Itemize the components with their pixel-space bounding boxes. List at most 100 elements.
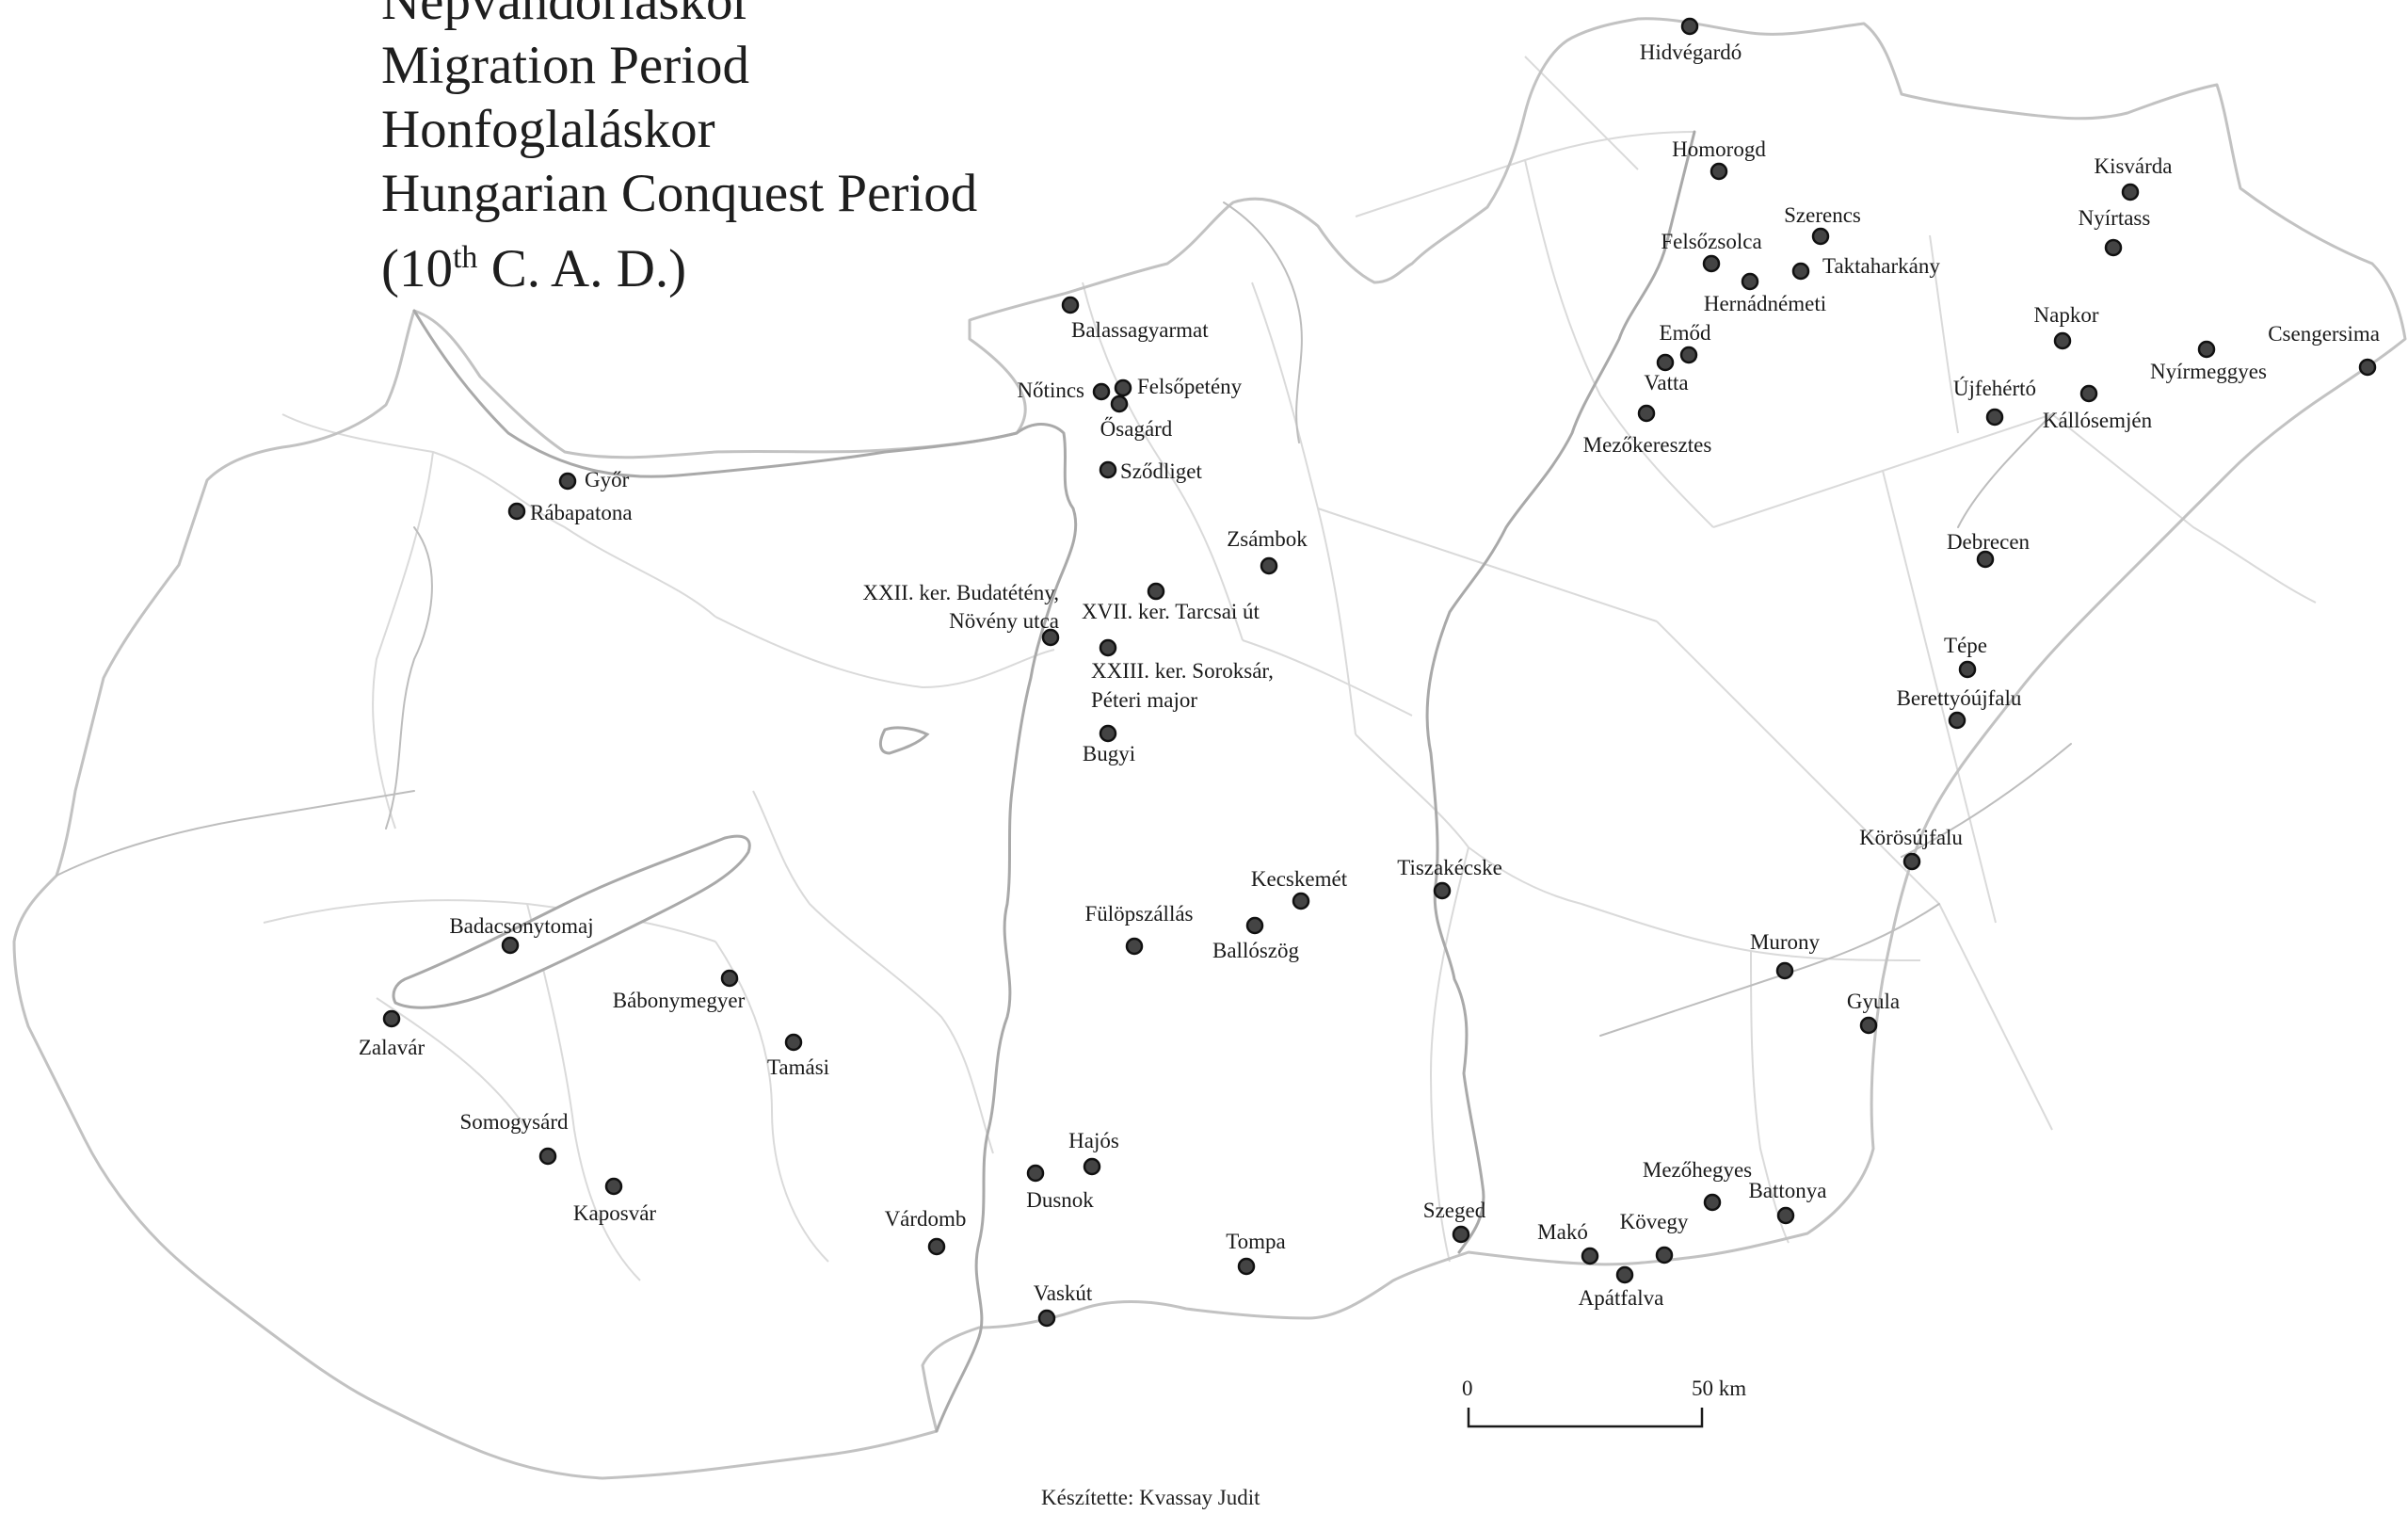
site-label-peteri-major: Péteri major bbox=[1091, 688, 1197, 712]
title-line-2: Migration Period bbox=[381, 36, 750, 95]
site-label-xxii-ker-budateteny: XXII. ker. Budatétény, bbox=[862, 581, 1059, 604]
site-label-hernadnemeti: Hernádnémeti bbox=[1704, 292, 1826, 315]
site-label-dusnok: Dusnok bbox=[1026, 1188, 1094, 1212]
site-marker-nyirtass bbox=[2104, 238, 2123, 257]
site-marker-berettyoujfalu bbox=[1948, 711, 1967, 730]
site-marker-bugyi bbox=[1099, 724, 1117, 743]
site-marker-hajos bbox=[1083, 1157, 1101, 1176]
site-marker-tiszakecske bbox=[1433, 881, 1452, 900]
site-label-kallosemjen: Kállósemjén bbox=[2043, 409, 2153, 432]
site-marker-zalavar bbox=[382, 1009, 401, 1028]
site-label-somogysard: Somogysárd bbox=[460, 1110, 570, 1134]
site-marker-murony bbox=[1775, 961, 1794, 980]
site-label-osagard: Ősagárd bbox=[1100, 416, 1173, 441]
site-marker-kecskemet bbox=[1292, 892, 1310, 910]
site-label-apatfalva: Apátfalva bbox=[1579, 1286, 1664, 1310]
site-marker-szerencs bbox=[1811, 227, 1830, 246]
site-markers: HidvégardóHomorogdFelsőzsolcaSzerencsTak… bbox=[359, 17, 2380, 1328]
danube-river bbox=[412, 309, 1078, 1433]
site-marker-gyula bbox=[1859, 1016, 1878, 1035]
title-ordinal-suffix: th bbox=[452, 240, 478, 275]
site-label-murony: Murony bbox=[1750, 930, 1821, 954]
site-label-rabapatona: Rábapatona bbox=[530, 501, 633, 524]
site-marker-mezokeresztes bbox=[1637, 404, 1656, 423]
site-label-tiszakecske: Tiszakécske bbox=[1397, 856, 1502, 879]
site-marker-osagard bbox=[1110, 395, 1129, 413]
site-label-ujfeherto: Újfehértó bbox=[1953, 376, 2036, 400]
site-marker-balassagyarmat bbox=[1061, 296, 1080, 314]
site-label-homorogd: Homorogd bbox=[1672, 137, 1766, 161]
country-border bbox=[12, 17, 2407, 1480]
county-borders bbox=[263, 56, 2317, 1281]
site-label-battonya: Battonya bbox=[1748, 1179, 1826, 1202]
site-label-mako: Makó bbox=[1537, 1220, 1588, 1244]
site-label-tompa: Tompa bbox=[1226, 1230, 1286, 1253]
site-label-szodliget: Sződliget bbox=[1120, 459, 1202, 483]
tisza-river bbox=[1425, 130, 1696, 1254]
site-label-korosujfalu: Körösújfalu bbox=[1859, 826, 1963, 849]
site-label-vardomb: Várdomb bbox=[885, 1207, 967, 1231]
site-marker-somogysard bbox=[538, 1147, 557, 1166]
site-marker-vardomb bbox=[927, 1237, 946, 1256]
site-marker-kallosemjen bbox=[2079, 384, 2098, 403]
site-marker-vaskut bbox=[1037, 1309, 1056, 1328]
site-marker-nyirmeggyes bbox=[2197, 340, 2216, 359]
site-marker-mako bbox=[1581, 1247, 1599, 1265]
site-marker-hidvegardo bbox=[1680, 17, 1699, 36]
site-label-berettyoujfalu: Berettyóújfalu bbox=[1897, 686, 2022, 710]
site-marker-rabapatona bbox=[507, 502, 526, 521]
site-label-felsozsolca: Felsőzsolca bbox=[1661, 230, 1761, 253]
site-marker-babonymegyer bbox=[720, 969, 739, 988]
site-marker-homorogd bbox=[1710, 162, 1728, 181]
site-label-mezohegyes: Mezőhegyes bbox=[1643, 1158, 1752, 1182]
site-label-csengersima: Csengersima bbox=[2268, 322, 2380, 346]
site-marker-csengersima bbox=[2358, 358, 2377, 377]
site-marker-napkor bbox=[2053, 331, 2072, 350]
site-label-nyirmeggyes: Nyírmeggyes bbox=[2150, 360, 2267, 383]
site-marker-xxii-ker-budateteny bbox=[1041, 628, 1060, 647]
site-label-xxiii-ker-soroksar: XXIII. ker. Soroksár, bbox=[1091, 659, 1274, 683]
rivers bbox=[56, 130, 2072, 1433]
site-label-zalavar: Zalavár bbox=[359, 1036, 425, 1059]
title-line-5: (10th C. A. D.) bbox=[381, 226, 977, 301]
site-label-tepe: Tépe bbox=[1944, 634, 1987, 657]
site-label-emod: Emőd bbox=[1660, 321, 1711, 345]
site-label-felsopeteny: Felsőpetény bbox=[1137, 375, 1243, 398]
site-label-szerencs: Szerencs bbox=[1784, 203, 1861, 227]
site-label-mezokeresztes: Mezőkeresztes bbox=[1583, 433, 1712, 457]
site-label-tamasi: Tamási bbox=[767, 1055, 829, 1079]
site-marker-ujfeherto bbox=[1985, 408, 2004, 427]
title-date-prefix: (10 bbox=[381, 239, 453, 298]
site-marker-tepe bbox=[1958, 660, 1977, 679]
site-label-bugyi: Bugyi bbox=[1083, 742, 1135, 765]
lake-velence bbox=[878, 726, 930, 755]
site-label-nyirtass: Nyírtass bbox=[2079, 206, 2151, 230]
site-label-gyula: Gyula bbox=[1847, 990, 1900, 1013]
site-label-gyor: Győr bbox=[585, 468, 630, 491]
site-label-kecskemet: Kecskemét bbox=[1251, 867, 1348, 891]
site-marker-szodliget bbox=[1099, 460, 1117, 479]
site-label-hidvegardo: Hidvégardó bbox=[1640, 40, 1742, 64]
site-marker-korosujfalu bbox=[1902, 852, 1921, 871]
site-marker-badacsonytomaj bbox=[501, 936, 520, 955]
site-marker-battonya bbox=[1776, 1206, 1795, 1225]
site-marker-fulopszallas bbox=[1125, 937, 1144, 956]
site-marker-taktaharkany bbox=[1791, 262, 1810, 281]
scale-end-label: 50 km bbox=[1692, 1377, 1746, 1400]
site-marker-dusnok bbox=[1026, 1164, 1045, 1183]
site-marker-gyor bbox=[558, 472, 577, 491]
site-marker-felsozsolca bbox=[1702, 254, 1721, 273]
lake-balaton bbox=[392, 834, 751, 1009]
site-label-fulopszallas: Fülöpszállás bbox=[1085, 902, 1194, 926]
site-label-vatta: Vatta bbox=[1644, 371, 1688, 395]
site-marker-mezohegyes bbox=[1703, 1193, 1722, 1212]
site-marker-kaposvar bbox=[604, 1177, 623, 1196]
site-marker-szeged bbox=[1452, 1225, 1470, 1244]
site-marker-kisvarda bbox=[2121, 183, 2140, 201]
site-label-zsambok: Zsámbok bbox=[1227, 527, 1308, 551]
title-date-suffix: C. A. D.) bbox=[477, 239, 687, 298]
site-label-notincs: Nőtincs bbox=[1017, 378, 1084, 402]
site-marker-balloszog bbox=[1245, 916, 1264, 935]
title-line-1: Népvándorláskor bbox=[381, 0, 751, 31]
